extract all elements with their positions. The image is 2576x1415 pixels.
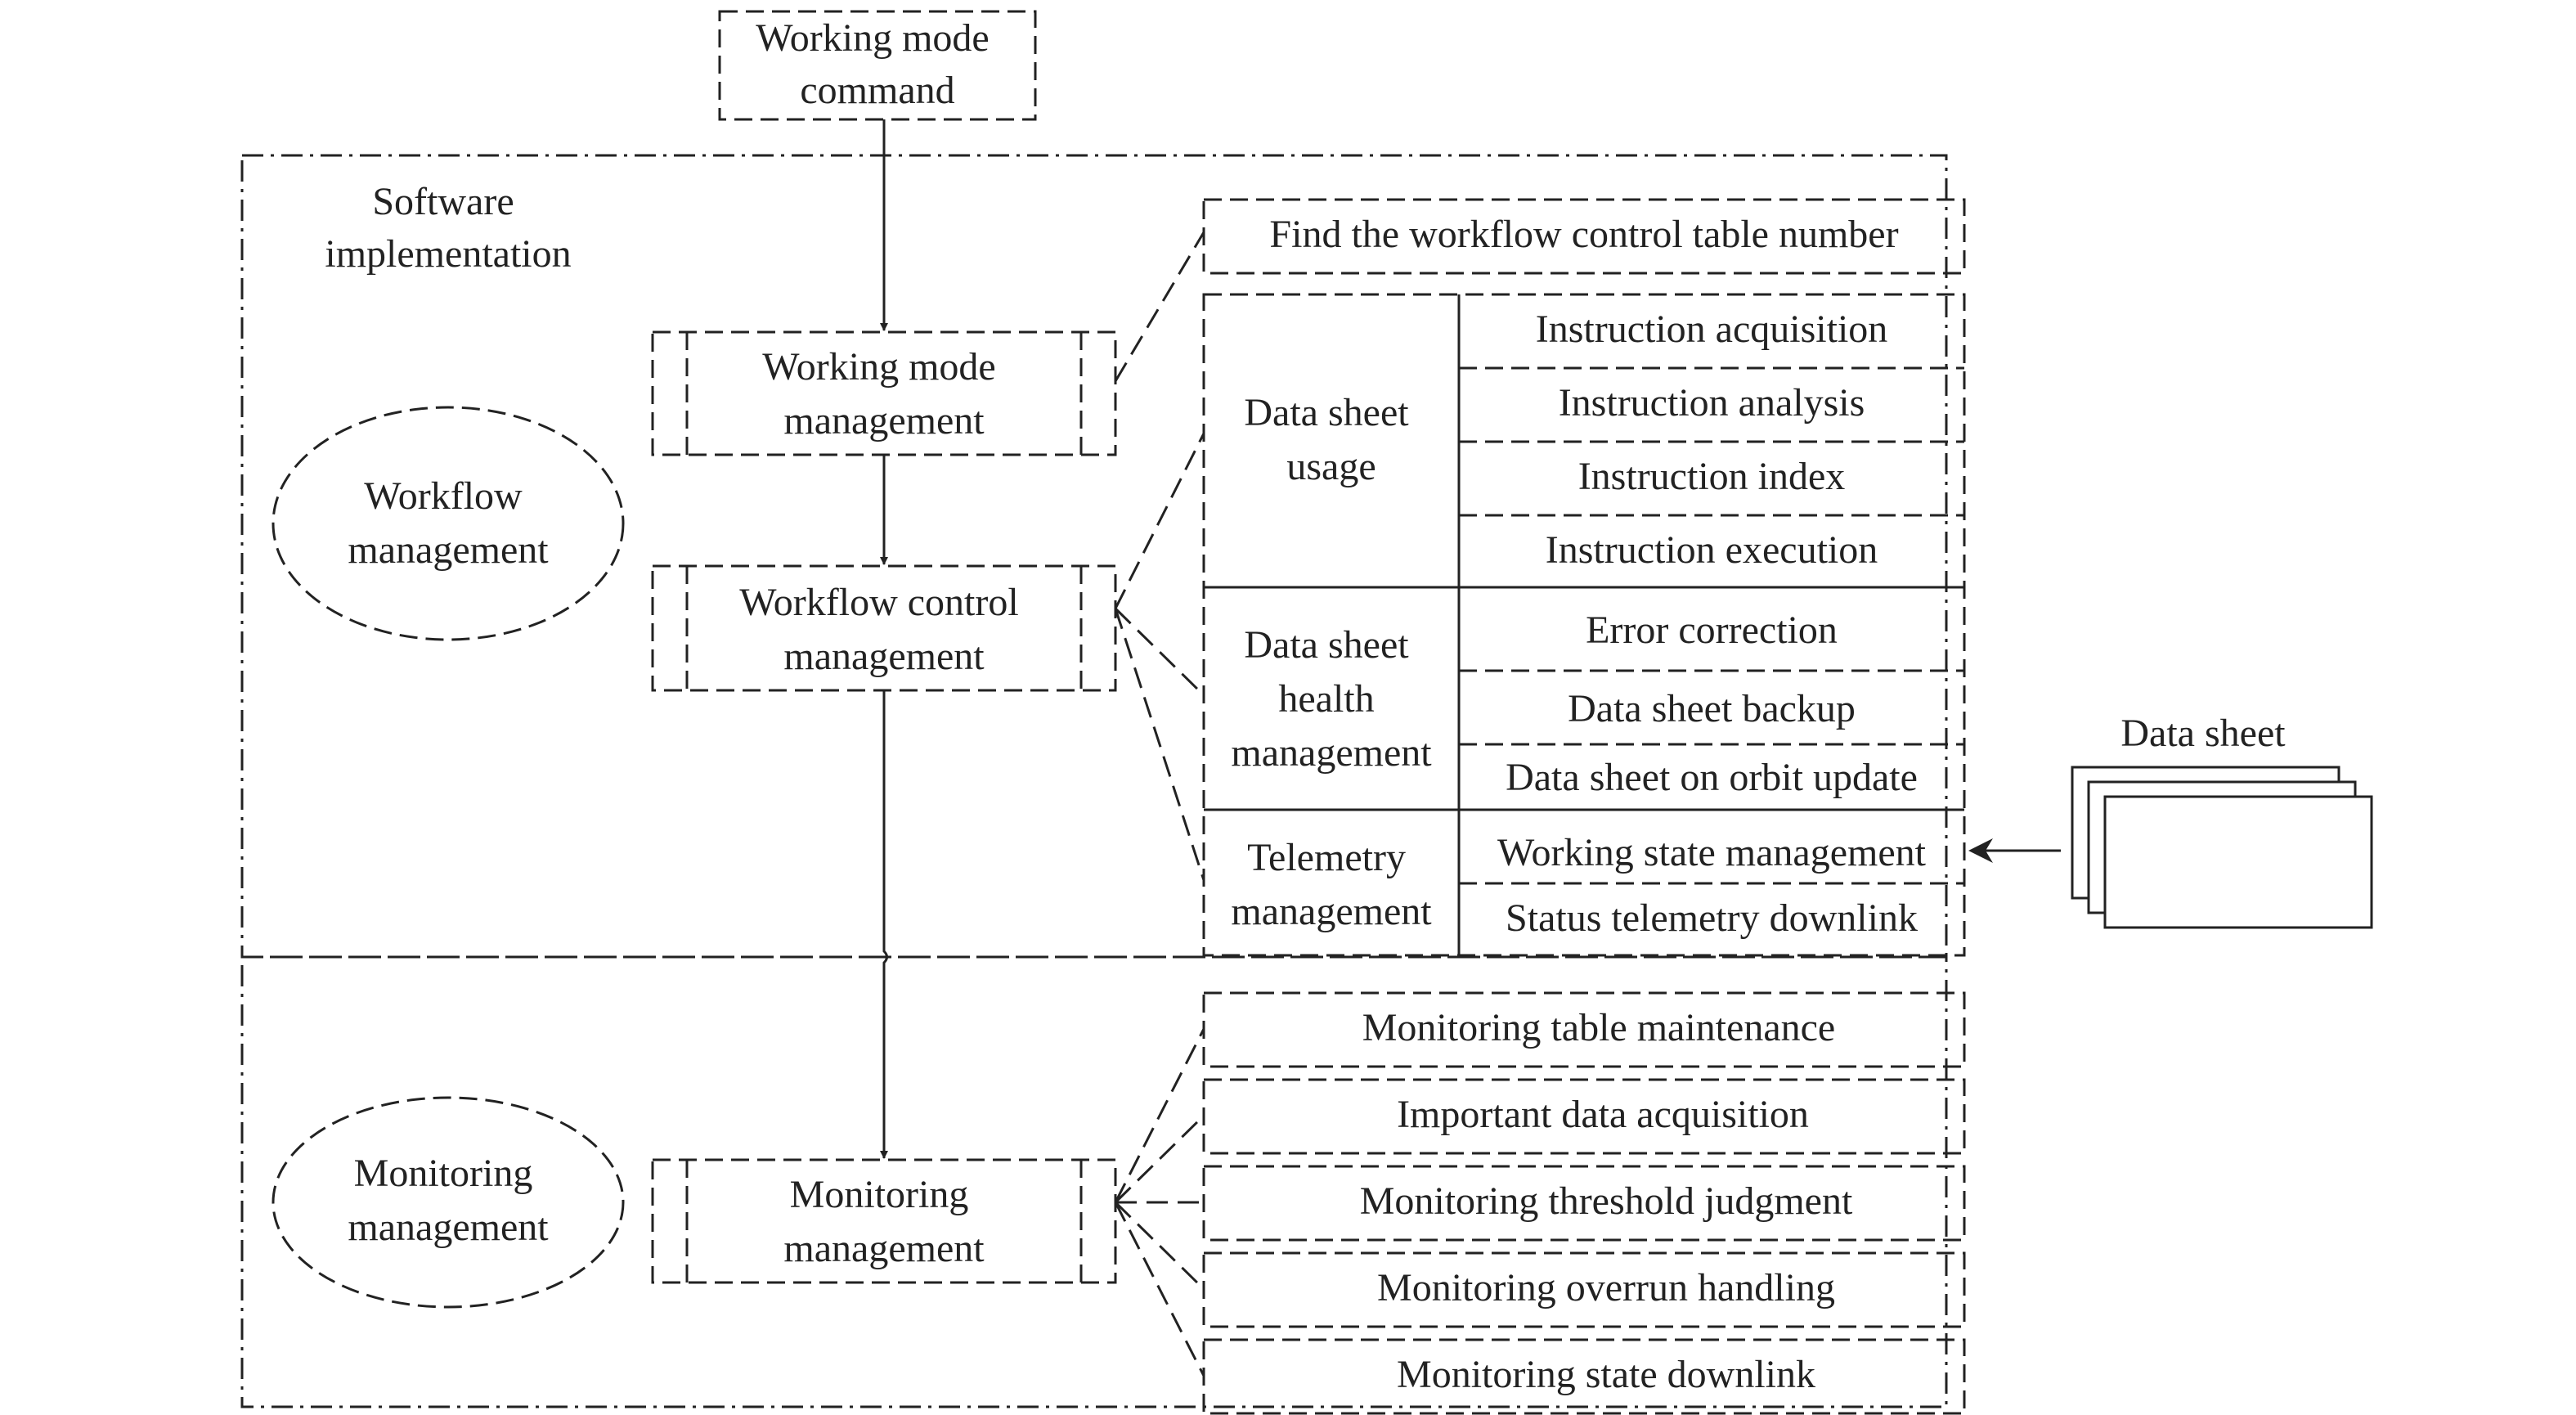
working-mode-management-label: Working mode management: [762, 345, 1005, 442]
find-table-number-label: Find the workflow control table number: [1269, 213, 1898, 256]
monitoring-management-box-label: Monitoring management: [783, 1173, 985, 1270]
data-sheet-health-management-label: Data sheet health management: [1231, 623, 1432, 775]
connectors: [1114, 231, 1205, 1377]
workflow-control-management-label: Workflow control management: [739, 581, 1028, 678]
error-correction-label: Error correction: [1586, 609, 1838, 652]
status-telemetry-downlink-label: Status telemetry downlink: [1506, 896, 1918, 940]
working-state-management-label: Working state management: [1497, 831, 1927, 874]
monitoring-item-box-4: [1202, 1251, 1966, 1328]
data-sheet-stack-icon: [2071, 766, 2373, 929]
monitoring-management-box: [651, 1158, 1117, 1284]
monitoring-state-downlink-label: Monitoring state downlink: [1397, 1353, 1815, 1396]
monitoring-overrun-handling-label: Monitoring overrun handling: [1377, 1266, 1835, 1309]
software-implementation-region: [240, 154, 1948, 959]
monitoring-management-ellipse-label: Monitoring management: [348, 1152, 549, 1249]
working-mode-command-label: Working mode command: [756, 16, 999, 112]
instruction-analysis-label: Instruction analysis: [1559, 381, 1865, 424]
instruction-index-label: Instruction index: [1578, 455, 1846, 498]
data-sheet-backup-label: Data sheet backup: [1568, 687, 1856, 730]
monitoring-management-ellipse: [272, 1096, 625, 1309]
data-sheet-label: Data sheet: [2120, 712, 2286, 755]
instruction-acquisition-label: Instruction acquisition: [1536, 308, 1888, 351]
monitoring-threshold-judgment-label: Monitoring threshold judgment: [1360, 1179, 1853, 1223]
workflow-management-label: Workflow management: [348, 474, 549, 572]
monitoring-table-maintenance-label: Monitoring table maintenance: [1362, 1006, 1835, 1049]
monitoring-item-box-2: [1202, 1078, 1966, 1155]
workflow-management-ellipse: [272, 406, 625, 641]
arrow-workflow-to-monitoring: [880, 690, 888, 1159]
important-data-acquisition-label: Important data acquisition: [1397, 1093, 1809, 1136]
working-mode-command-box: [718, 10, 1037, 121]
find-table-number-box: [1202, 198, 1966, 275]
data-sheet-on-orbit-update-label: Data sheet on orbit update: [1506, 756, 1918, 799]
data-sheet-usage-label: Data sheet usage: [1244, 391, 1418, 488]
monitoring-item-box-3: [1202, 1165, 1966, 1242]
software-implementation-label: Software implementation: [325, 180, 571, 276]
monitoring-item-box-5: [1202, 1338, 1966, 1415]
data-sheet-table: [1202, 293, 1966, 957]
monitoring-region: [240, 955, 1948, 1408]
instruction-execution-label: Instruction execution: [1546, 528, 1878, 572]
telemetry-management-label: Telemetry management: [1231, 836, 1432, 933]
